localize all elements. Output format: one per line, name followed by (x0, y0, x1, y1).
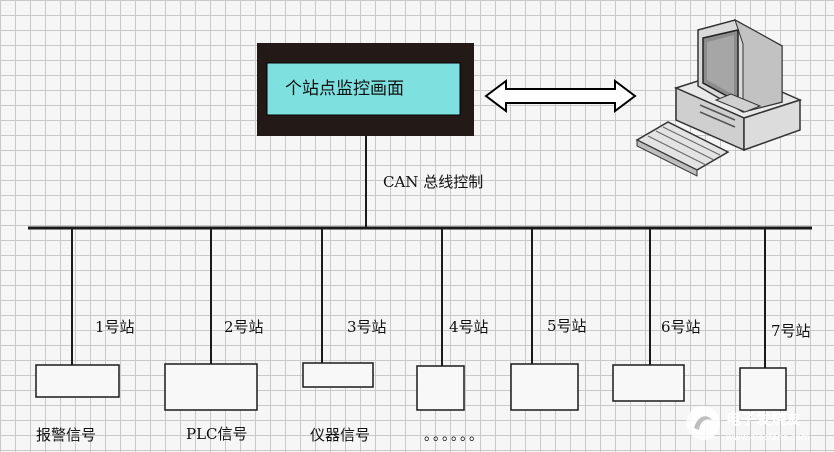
station-box (739, 367, 787, 411)
station-label: 1号站 (95, 318, 135, 336)
station-2: 2号站 (164, 228, 264, 411)
station-7: 7号站 (739, 228, 811, 411)
station-box (510, 363, 579, 411)
watermark-brand: 电子发烧友 (726, 410, 801, 428)
ellipsis-dots: 。。。。。。 (424, 428, 485, 444)
station-box (35, 364, 120, 398)
station-box (164, 363, 258, 411)
station-label: 4号站 (449, 318, 489, 336)
station-label: 2号站 (224, 318, 264, 336)
station-box (612, 364, 685, 402)
signal-label-plc: PLC信号 (186, 425, 248, 443)
station-1: 1号站 (35, 228, 135, 398)
station-label: 7号站 (771, 322, 811, 340)
station-label: 5号站 (547, 317, 587, 335)
station-5: 5号站 (510, 228, 587, 411)
station-6: 6号站 (612, 228, 701, 402)
station-4: 4号站 (416, 228, 489, 411)
can-bus: CAN 总线控制 (28, 136, 812, 230)
signal-label-alarm: 报警信号 (36, 426, 96, 444)
bus-label: CAN 总线控制 (383, 173, 483, 191)
station-box (302, 362, 374, 388)
monitor-panel-title: 个站点监控画面 (285, 79, 404, 99)
station-label: 6号站 (661, 318, 701, 336)
station-box (416, 365, 465, 411)
watermark-url: www.elecfans.com (726, 433, 810, 443)
watermark-logo-icon (686, 406, 720, 440)
double-arrow-icon (484, 79, 637, 113)
monitor-panel-screen (266, 62, 461, 116)
computer-icon (635, 18, 803, 177)
watermark: 电子发烧友 www.elecfans.com (686, 406, 810, 443)
signal-label-instrument: 仪器信号 (310, 426, 370, 444)
monitor-panel: 个站点监控画面 (257, 43, 474, 136)
station-label: 3号站 (347, 318, 387, 336)
station-3: 3号站 (302, 228, 387, 388)
